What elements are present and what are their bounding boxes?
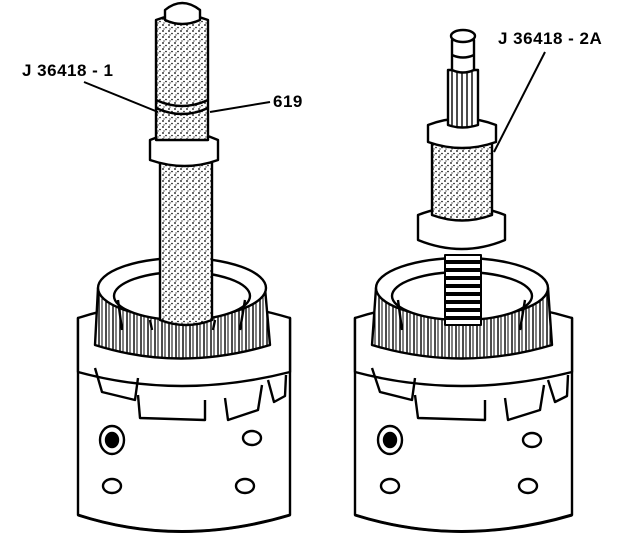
- left-drum-hole-3: [241, 429, 263, 447]
- right-drum-hole-4: [379, 477, 401, 495]
- callout-part-619: 619: [273, 92, 303, 111]
- right-tool-stem: [450, 38, 476, 74]
- callout-tool-j36418-1: J 36418 - 1: [22, 61, 114, 80]
- left-drum-slot-4: [266, 374, 288, 404]
- right-drum-slot-3: [503, 384, 546, 422]
- left-drum-hole-5: [234, 477, 256, 495]
- leader-part-619: [209, 101, 271, 113]
- left-shaft-upper: [154, 13, 210, 142]
- left-drum-hole-2: [104, 431, 120, 449]
- right-drum-assembly: [353, 28, 574, 533]
- right-drum-hole-5: [517, 477, 539, 495]
- right-tool-spline: [446, 68, 480, 129]
- left-leader-lines: [83, 81, 271, 113]
- left-drum-hole-4: [101, 477, 123, 495]
- leader-tool-left: [83, 81, 159, 113]
- right-spring-stack: [444, 254, 482, 326]
- left-drum-slot-2: [136, 394, 207, 422]
- right-tool-sleeve: [430, 138, 494, 222]
- left-shaft-tip: [163, 1, 202, 26]
- leader-tool-right: [493, 51, 546, 153]
- right-drum-slot-2: [413, 394, 487, 422]
- right-drum-hole-2: [382, 431, 398, 449]
- left-drum-slot-1: [93, 367, 140, 402]
- left-drum-slot-3: [223, 384, 264, 422]
- left-drum-assembly: [76, 1, 292, 533]
- left-drum-lower-rim: [77, 513, 291, 533]
- left-shaft: [158, 146, 214, 327]
- right-drum-hole-3: [521, 431, 543, 449]
- right-drum-slot-1: [370, 367, 417, 402]
- right-drum-lower-rim: [354, 513, 573, 533]
- right-drum-slot-4: [546, 374, 570, 404]
- right-leader-lines: [493, 51, 546, 153]
- right-tool-cap: [449, 28, 477, 44]
- callout-tool-j36418-2a: J 36418 - 2A: [498, 29, 603, 48]
